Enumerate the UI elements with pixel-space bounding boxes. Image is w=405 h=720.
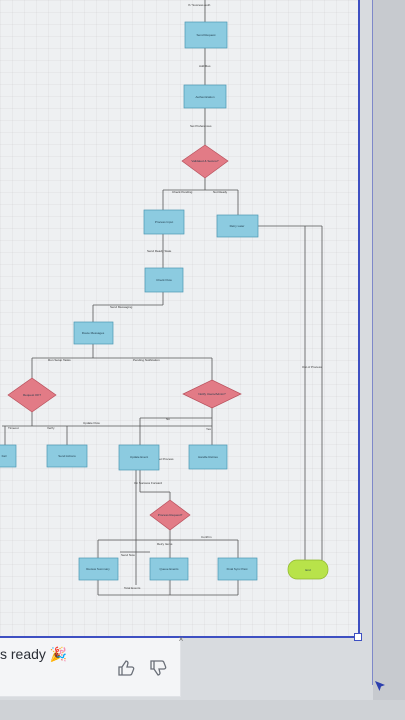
svg-text:Fail: Fail (2, 454, 7, 458)
canvas-frame-right-border (358, 0, 360, 638)
process-node[interactable]: Fail (0, 444, 17, 468)
thumbs-up-icon[interactable] (116, 658, 136, 678)
process-node[interactable]: Route Messages (73, 321, 114, 345)
thumbs-down-icon[interactable] (148, 658, 168, 678)
edge-label: On Success Forward (134, 481, 162, 485)
process-node[interactable]: Process Input (143, 209, 185, 235)
window-edge (372, 0, 373, 685)
edge-label: Add Res (199, 64, 211, 68)
edge-label: Set Preferences (190, 124, 212, 128)
process-node[interactable]: Send Request (184, 21, 228, 49)
edge-label: No (166, 417, 170, 421)
svg-text:Queue Events: Queue Events (159, 567, 179, 571)
edge-label: Check Pending (172, 190, 193, 194)
svg-text:Send Request: Send Request (196, 33, 215, 37)
close-icon[interactable]: × (178, 634, 184, 644)
process-node[interactable]: Final Sync Past (217, 557, 258, 581)
decision-node[interactable]: Process Request? (149, 499, 191, 531)
edge-label: Send Ready State (147, 249, 172, 253)
svg-text:Validated & Secure?: Validated & Secure? (191, 159, 218, 163)
svg-text:Authentication: Authentication (195, 95, 214, 99)
decision-node[interactable]: Notify Users/Admin? (182, 379, 242, 409)
chat-status-text: s ready 🎉 (0, 646, 68, 662)
window-margin (373, 0, 405, 720)
svg-text:Notify Users/Admin?: Notify Users/Admin? (198, 392, 226, 396)
edge-label: Yes (206, 427, 211, 431)
edge-label: Run Setup Tasks (48, 358, 71, 362)
edge-label: Pending Notification (133, 358, 160, 362)
decision-node[interactable]: Request OK? (7, 377, 57, 413)
process-node[interactable]: Handle Retries (188, 444, 228, 470)
edge-label: Verify (47, 426, 55, 430)
svg-text:Send Actions: Send Actions (58, 454, 76, 458)
edge-label: Out of Process (302, 365, 322, 369)
edge-label: Total Events (124, 586, 141, 590)
edge-label: Send Now (121, 553, 136, 557)
svg-text:Retry Later: Retry Later (230, 224, 245, 228)
edge-label: Get Process (157, 457, 174, 461)
bottom-window-strip (0, 700, 405, 720)
svg-text:Check Flow: Check Flow (156, 278, 173, 282)
svg-text:Final Sync Past: Final Sync Past (227, 567, 248, 571)
process-node[interactable]: Authentication (183, 84, 227, 109)
svg-text:Process Request?: Process Request? (158, 513, 183, 517)
flowchart-canvas[interactable] (0, 0, 360, 636)
resize-handle[interactable] (354, 633, 362, 641)
svg-text:Handle Retries: Handle Retries (198, 455, 218, 459)
svg-text:Request OK?: Request OK? (23, 393, 41, 397)
edge-label: Send Messaging (110, 305, 133, 309)
canvas-frame-bottom-border (0, 636, 360, 638)
edge-label: Timeout (8, 426, 19, 430)
flowchart: If / Success Auth Add Res Set Preference… (0, 0, 329, 596)
process-node[interactable]: Check Flow (144, 267, 184, 293)
process-node[interactable]: Review Summary (78, 557, 119, 581)
svg-text:Review Summary: Review Summary (86, 567, 110, 571)
process-node[interactable]: Queue Events (149, 557, 189, 581)
svg-text:Process Input: Process Input (155, 220, 174, 224)
process-node[interactable]: Retry Later (216, 214, 259, 238)
edge-label: Confirm (201, 535, 212, 539)
edge-label: Retry Items (157, 542, 173, 546)
svg-text:End: End (305, 568, 311, 572)
end-terminal-node[interactable]: End (287, 559, 329, 580)
top-edge-label: If / Success Auth (188, 3, 211, 7)
svg-text:Update Event: Update Event (130, 455, 148, 459)
decision-node[interactable]: Validated & Secure? (181, 144, 229, 179)
edge-label: Not Ready (213, 190, 228, 194)
svg-text:Route Messages: Route Messages (82, 331, 105, 335)
edge-label: Update Flow (83, 421, 101, 425)
pointer-cursor-icon (375, 681, 385, 691)
process-node[interactable]: Send Actions (46, 444, 88, 468)
process-node[interactable]: Update Event (118, 444, 160, 471)
